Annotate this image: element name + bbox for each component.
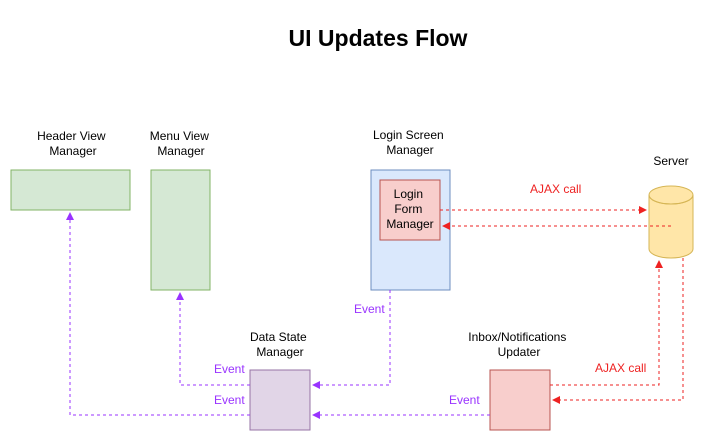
inbox-notifications-updater-label: Inbox/Notifications Updater (468, 330, 569, 359)
menu-view-manager-box (150, 169, 211, 291)
event-label-menu: Event (214, 362, 245, 376)
ajax-arrow-inbox-to-server (550, 260, 663, 386)
header-view-manager-label: Header View Manager (37, 129, 109, 158)
event-label-inbox: Event (449, 393, 480, 407)
event-label-header: Event (214, 393, 245, 407)
ajax-label-login: AJAX call (530, 182, 581, 196)
login-form-manager-box (379, 179, 441, 241)
server-label: Server (653, 154, 688, 168)
login-form-manager-label: Login Form Manager (386, 187, 433, 231)
event-arrow-data-state-to-header (66, 212, 250, 416)
ajax-label-inbox: AJAX call (595, 361, 646, 375)
menu-view-manager-label: Menu View Manager (150, 129, 213, 158)
data-state-manager-label: Data State Manager (250, 330, 310, 359)
event-label-login: Event (354, 302, 385, 316)
ajax-arrow-server-to-inbox (552, 258, 684, 404)
login-screen-manager-label: Login Screen Manager (373, 128, 447, 157)
server-cylinder (648, 185, 694, 259)
inbox-notifications-updater-box (489, 369, 551, 431)
header-view-manager-box (10, 169, 131, 211)
event-arrow-login-to-data-state (312, 290, 391, 389)
data-state-manager-box (249, 369, 311, 431)
diagram-title: UI Updates Flow (289, 25, 468, 51)
